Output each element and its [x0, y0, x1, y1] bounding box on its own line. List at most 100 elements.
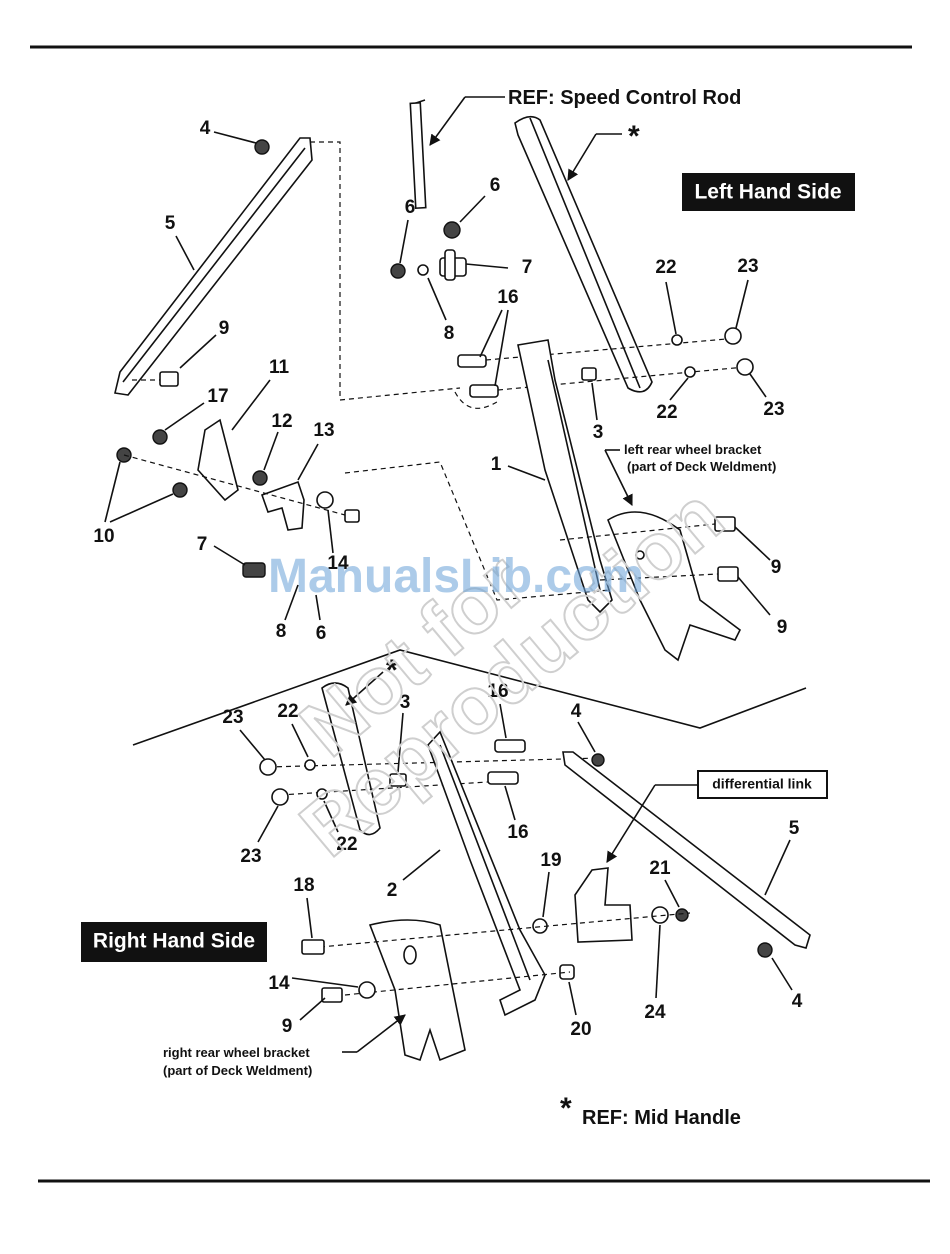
differential-link-part	[574, 867, 633, 943]
dash-rhs-3	[319, 912, 691, 948]
callout-23: 23	[240, 846, 261, 867]
callout-18: 18	[293, 875, 314, 896]
svg-text:(part of Deck Weldment): (part of Deck Weldment)	[163, 1063, 312, 1078]
nut-4-c	[757, 942, 773, 958]
pivot-7-upper	[439, 249, 467, 281]
dashed-guide-upper	[310, 141, 461, 401]
bracket-11	[197, 418, 239, 502]
callout-3: 3	[400, 692, 411, 713]
nut-4-upper	[254, 139, 270, 155]
dashed-guide-middle	[344, 461, 611, 601]
callout-9: 9	[777, 617, 788, 638]
bolt-18	[301, 939, 325, 955]
callout-22: 22	[656, 402, 677, 423]
svg-text:(part of Deck Weldment): (part of Deck Weldment)	[627, 459, 776, 474]
right-hand-side-box: Right Hand Side	[81, 922, 267, 962]
callout-16: 16	[497, 287, 518, 308]
callout-4: 4	[200, 118, 211, 139]
speed-control-rod	[409, 99, 427, 210]
callout-9: 9	[282, 1016, 293, 1037]
svg-text:Right Hand Side: Right Hand Side	[93, 930, 255, 953]
washer-14-upper	[316, 491, 334, 509]
bolt-9-upper	[132, 371, 179, 387]
callout-8: 8	[276, 621, 287, 642]
callout-14: 14	[268, 973, 290, 994]
bolt-9-lower	[321, 987, 343, 1003]
svg-text:Left Hand Side: Left Hand Side	[694, 181, 841, 204]
pivot-plate-2	[427, 730, 546, 1017]
callout-3: 3	[593, 422, 604, 443]
callout-16: 16	[507, 822, 528, 843]
mid-handle-lower	[321, 682, 381, 836]
callout-20: 20	[570, 1019, 591, 1040]
strap-lower	[562, 751, 811, 949]
svg-text:left rear wheel bracket: left rear wheel bracket	[624, 442, 762, 457]
callout-2: 2	[387, 880, 398, 901]
mid-handle-upper	[514, 115, 653, 393]
pivot-7-lower	[242, 562, 266, 578]
differential-link-label: differential link	[606, 770, 828, 863]
bolt-16-lower-a	[494, 739, 526, 753]
right-bracket-label: right rear wheel bracket (part of Deck W…	[163, 1014, 406, 1078]
callout-22: 22	[277, 701, 298, 722]
callout-23: 23	[222, 707, 243, 728]
callout-16: 16	[487, 681, 508, 702]
washer-22-c	[304, 759, 316, 771]
bolt-16-lower-b	[487, 771, 519, 785]
callout-23: 23	[763, 399, 784, 420]
callout-24: 24	[644, 1002, 666, 1023]
star-upper: *	[567, 120, 640, 181]
callout-22: 22	[336, 834, 357, 855]
plate-13	[260, 480, 305, 531]
svg-text:REF: Mid Handle: REF: Mid Handle	[582, 1107, 741, 1129]
bolt-3-lower	[389, 773, 407, 787]
bolt-upper-small	[344, 509, 360, 523]
callout-7: 7	[197, 534, 208, 555]
dashed-arc	[454, 391, 501, 409]
bolts-16-upper	[457, 354, 499, 398]
watermark: Not for Reproduction ManualsLib.com	[268, 470, 740, 874]
washer-22-a	[671, 334, 683, 346]
svg-text:*: *	[560, 1092, 572, 1125]
nut-17	[152, 429, 168, 445]
dash-cluster	[123, 454, 346, 516]
callout-8: 8	[444, 323, 455, 344]
nut-12	[252, 470, 268, 486]
svg-text:*: *	[628, 120, 640, 153]
pivot-plate-1	[517, 339, 613, 614]
callout-14: 14	[327, 553, 349, 574]
bolt-3-upper	[581, 367, 597, 381]
bolts-9-right	[559, 516, 739, 582]
right-rear-wheel-bracket	[368, 919, 466, 1062]
nut-6-b	[390, 263, 406, 279]
callout-7: 7	[522, 257, 533, 278]
dash-axis-1	[485, 337, 739, 361]
callout-19: 19	[540, 850, 561, 871]
callout-5: 5	[789, 818, 800, 839]
callout-22: 22	[655, 257, 676, 278]
ref-speed-control-rod-label: REF: Speed Control Rod	[429, 87, 741, 146]
callout-13: 13	[313, 420, 334, 441]
svg-text:*: *	[386, 654, 398, 687]
left-bracket-label: left rear wheel bracket (part of Deck We…	[604, 442, 776, 507]
washer-22-d	[316, 788, 328, 800]
washer-8	[417, 264, 429, 276]
svg-text:right rear wheel bracket: right rear wheel bracket	[163, 1045, 310, 1060]
section-divider	[132, 649, 807, 746]
nut-21	[675, 908, 689, 922]
washer-24	[651, 906, 669, 924]
callout-4: 4	[792, 991, 803, 1012]
ref-mid-handle-label: * REF: Mid Handle	[560, 1092, 741, 1129]
callout-6: 6	[316, 623, 327, 644]
callout-21: 21	[649, 858, 671, 879]
nut-23-c	[259, 758, 277, 776]
svg-text:differential link: differential link	[712, 776, 812, 792]
dash-rhs-4	[344, 971, 571, 996]
nut-23-b	[736, 358, 754, 376]
callout-10: 10	[93, 526, 114, 547]
spacer-20	[559, 964, 575, 980]
washer-22-b	[684, 366, 696, 378]
callout-17: 17	[207, 386, 228, 407]
callout-6: 6	[490, 175, 501, 196]
